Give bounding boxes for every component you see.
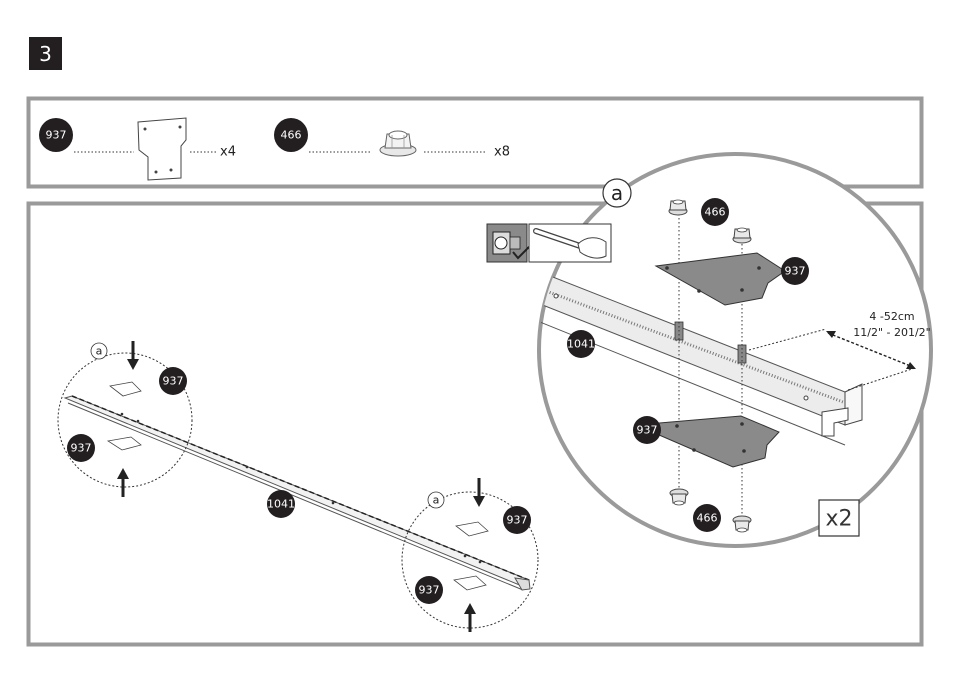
plate-code: 937: [785, 265, 806, 278]
step-number: 3: [39, 42, 52, 66]
parts-panel: 937 x4 466 x8: [26, 96, 924, 189]
part-code: 466: [281, 129, 302, 142]
plate-code: 937: [163, 375, 184, 388]
part-qty: x8: [494, 145, 510, 160]
mounting-plate-icon: [109, 381, 142, 397]
flange-nut: [732, 227, 752, 244]
part-qty: x4: [220, 145, 236, 160]
flange-nut: [668, 199, 688, 216]
callout-detail-a: 466 937 1041 937 466 4 -52cm 11/2" - 201…: [537, 152, 933, 548]
arrow-down-icon: [127, 359, 139, 370]
mounting-plate: [635, 415, 780, 468]
step-number-badge: 3: [29, 37, 62, 70]
plate-code: 937: [419, 584, 440, 597]
tool-hint: [486, 223, 612, 263]
multiplier-box: [818, 499, 860, 537]
detail-left: a 937 937: [57, 341, 193, 497]
rail-badge: [267, 490, 295, 518]
detail-right: a 937 937: [401, 478, 539, 632]
part-code: 937: [46, 129, 67, 142]
check-icon: [512, 244, 532, 260]
mounting-plate-icon: [453, 575, 487, 591]
plate-code: 937: [71, 442, 92, 455]
plate-code: 937: [637, 424, 658, 437]
part-badge: [274, 118, 308, 152]
detail-letter: a: [96, 345, 103, 358]
measure-imperial: 11/2" - 201/2": [853, 326, 930, 339]
nut-code: 466: [697, 512, 718, 525]
callout-letter: a: [611, 181, 623, 205]
mounting-plate-icon: [106, 436, 142, 451]
mounting-plate-icon: [455, 521, 489, 537]
rail-code: 1041: [567, 338, 595, 351]
measure-metric: 4 -52cm: [869, 310, 914, 323]
mounting-plate: [654, 252, 786, 306]
detail-letter: a: [433, 494, 440, 507]
flange-nut: [732, 515, 752, 533]
arrow-up-icon: [464, 603, 476, 614]
arrow-up-icon: [117, 468, 129, 479]
arrow-down-icon: [473, 496, 485, 507]
multiplier: x2: [825, 507, 852, 532]
flange-nut: [669, 488, 689, 506]
part-466: 466 x8: [274, 118, 510, 160]
nut-code: 466: [705, 206, 726, 219]
rail-1041: [63, 395, 531, 591]
flange-nut-icon: [379, 130, 417, 157]
part-badge: [39, 118, 73, 152]
mounting-plate-icon: [137, 117, 187, 181]
rail-code: 1041: [267, 498, 295, 511]
plate-code: 937: [507, 514, 528, 527]
part-937: 937 x4: [39, 117, 236, 181]
